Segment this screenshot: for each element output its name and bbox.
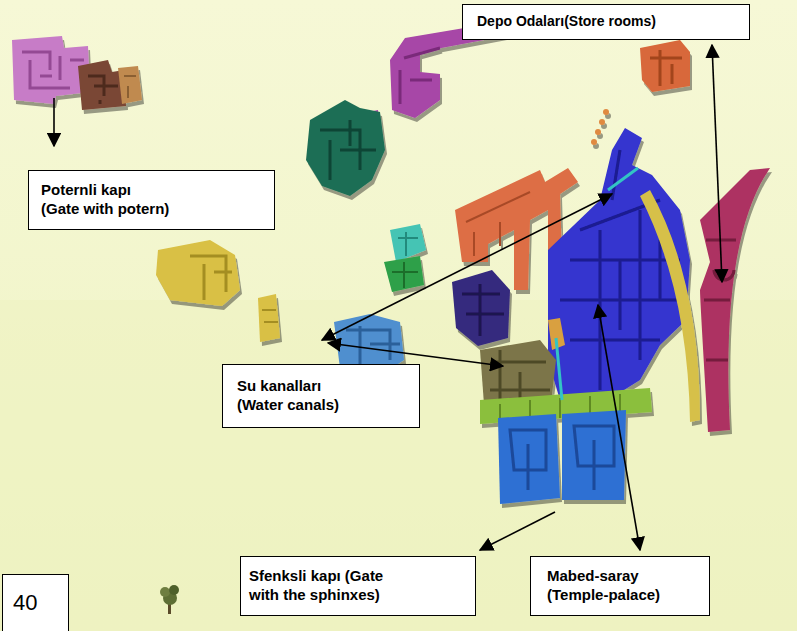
building xyxy=(390,224,426,262)
wall xyxy=(22,52,84,88)
building xyxy=(640,40,690,92)
building xyxy=(258,294,280,342)
building xyxy=(118,66,142,104)
wall xyxy=(190,256,232,300)
callout-box: Poternli kapı (Gate with potern) xyxy=(28,170,275,230)
wall xyxy=(650,50,682,86)
column xyxy=(595,129,601,135)
store-building xyxy=(700,168,770,432)
wall xyxy=(392,262,418,288)
leader-line xyxy=(328,343,503,366)
figure-number-box: 40 xyxy=(2,574,69,631)
wall xyxy=(510,430,546,490)
leader-line xyxy=(53,98,55,146)
figure-number: 40 xyxy=(13,589,58,617)
wall xyxy=(320,120,376,180)
building xyxy=(156,240,240,306)
callout-text: Depo Odaları(Store rooms) xyxy=(477,13,735,31)
wall xyxy=(574,426,614,490)
callout-box: Su kanalları (Water canals) xyxy=(222,364,420,428)
building xyxy=(452,270,510,346)
callout-box: Depo Odaları(Store rooms) xyxy=(462,4,750,40)
wall xyxy=(466,192,530,256)
leader-lines xyxy=(54,45,722,550)
wall xyxy=(88,76,118,104)
gate-building xyxy=(498,414,560,504)
city-wall xyxy=(640,190,700,422)
callout-text: Su kanalları (Water canals) xyxy=(237,377,357,415)
column xyxy=(599,119,605,125)
tree xyxy=(160,585,179,614)
tree-crown xyxy=(160,587,170,597)
wall xyxy=(262,310,278,322)
wall xyxy=(560,150,684,390)
building xyxy=(306,100,385,196)
building xyxy=(12,36,90,104)
leader-line xyxy=(598,305,640,550)
callout-box: Mabed-saray (Temple-palace) xyxy=(530,556,710,616)
tree-crown xyxy=(169,585,179,595)
column xyxy=(603,109,609,115)
building xyxy=(384,256,424,292)
ground-patch xyxy=(0,300,797,631)
water-canal xyxy=(608,168,638,190)
leader-line xyxy=(712,45,722,282)
gate-building xyxy=(562,410,626,500)
callout-box: Sfenksli kapı (Gate with the sphinxes) xyxy=(240,556,476,616)
wall xyxy=(124,76,136,98)
wall xyxy=(462,284,504,336)
callout-text: Poternli kapı (Gate with potern) xyxy=(41,181,186,219)
column xyxy=(591,139,597,145)
callout-text: Mabed-saray (Temple-palace) xyxy=(547,567,672,605)
leader-line xyxy=(322,194,612,340)
water-canal xyxy=(556,338,562,400)
leader-line xyxy=(480,512,555,550)
wall xyxy=(400,48,440,104)
callout-text: Sfenksli kapı (Gate with the sphinxes) xyxy=(249,567,429,605)
buildings xyxy=(12,22,770,504)
building xyxy=(78,60,126,110)
wall xyxy=(704,240,736,360)
wall xyxy=(398,232,418,256)
